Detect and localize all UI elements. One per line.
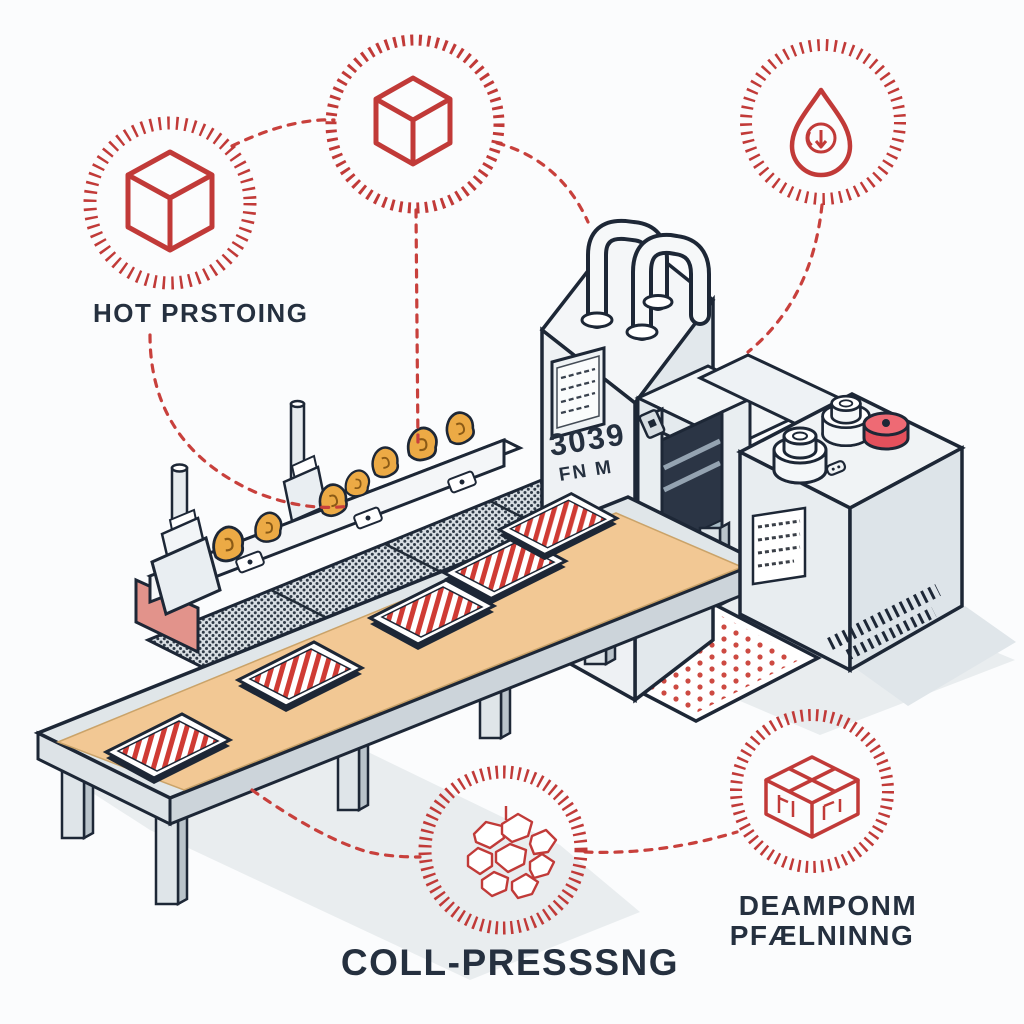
connector-table-to-cold (250, 788, 422, 859)
packaging-label-line1: DEAMPONM (739, 890, 917, 921)
connector-cube-down (414, 208, 420, 447)
cold-pressing-label: COLL-PRESSSNG (341, 942, 679, 983)
package-box-icon (764, 755, 860, 839)
dotted-circle (730, 709, 894, 873)
cube-icon (373, 75, 453, 167)
dotted-circle (418, 765, 588, 935)
rail-head-mid (282, 399, 328, 523)
pole-top (289, 399, 306, 409)
mesh-seam (270, 588, 328, 620)
mesh-seam (384, 542, 442, 574)
packaging-badge (730, 709, 894, 873)
connector-cold-to-packaging (583, 830, 739, 854)
machine-shadow (855, 606, 1016, 706)
crumpled-stack-icon (466, 806, 558, 900)
raw-cube-badge (325, 34, 505, 214)
droplet-icon (789, 87, 853, 178)
hot-pressing-label: HOT PRSTOING (93, 298, 308, 328)
arrow-down-icon (814, 130, 828, 149)
dotted-circle (740, 39, 906, 205)
pipe-flange (625, 323, 659, 341)
small-clamp (638, 409, 666, 439)
clamp-rail (134, 399, 524, 655)
dotted-circle (83, 116, 257, 290)
control-label-plate (751, 506, 807, 586)
connector-hot-to-rail (148, 333, 352, 509)
connector-lines (148, 118, 824, 859)
connector-cube-to-tower (495, 141, 590, 224)
pole-top (170, 463, 189, 473)
vent-slats (827, 584, 941, 660)
cooling-badge (740, 39, 906, 205)
red-button[interactable] (862, 411, 910, 451)
packaging-label-line2: PFÆLNINNG (730, 920, 915, 951)
pipe-flange (642, 294, 674, 310)
connector-droplet-to-press (746, 203, 824, 354)
rail-head-left (150, 463, 222, 617)
tower-display (550, 346, 606, 440)
connector-hot-to-cube (230, 118, 336, 148)
hot-pressing-badge (83, 116, 257, 290)
glyph-circle (325, 34, 505, 214)
pipe-flange (580, 311, 614, 329)
control-unit (736, 392, 966, 674)
top-marking (825, 460, 847, 476)
cold-pressing-badge (418, 765, 588, 935)
tower-pipes (580, 218, 711, 341)
cube-icon (125, 149, 215, 253)
